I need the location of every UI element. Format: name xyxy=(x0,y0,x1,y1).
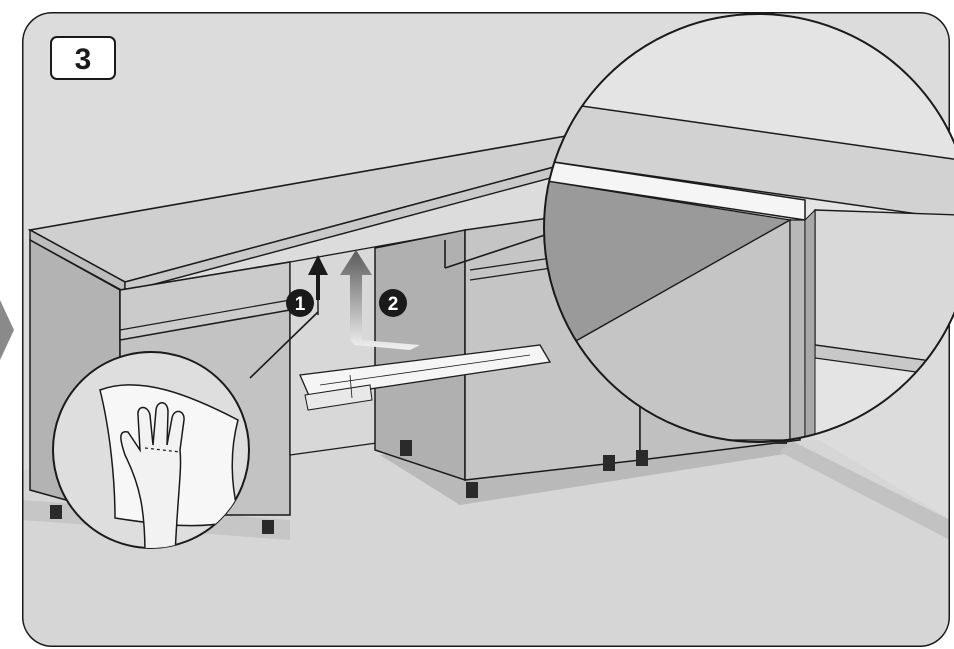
arrow-up-icon xyxy=(340,250,420,350)
zoom-detail xyxy=(543,13,954,443)
callout-1: 1 xyxy=(286,289,314,317)
zoom-countertop xyxy=(544,99,954,221)
hand-detail xyxy=(52,351,250,549)
callout-2-number: 2 xyxy=(388,294,399,315)
hand-leader-line xyxy=(249,311,319,379)
callout-2: 2 xyxy=(379,289,407,317)
zoom-side-panel xyxy=(789,219,806,441)
callout-1-number: 1 xyxy=(295,294,306,315)
wipe-hand-icon xyxy=(120,402,185,548)
floor-shadow-right xyxy=(780,440,950,540)
zoom-cabinet-front xyxy=(814,209,954,366)
protective-strip-icon xyxy=(299,344,552,411)
step-number: 3 xyxy=(75,43,92,76)
side-pointer-icon[interactable] xyxy=(0,300,14,360)
step-number-box: 3 xyxy=(50,36,116,80)
middle-cabinet-side xyxy=(374,229,466,482)
zoom-leader-line xyxy=(444,229,561,269)
